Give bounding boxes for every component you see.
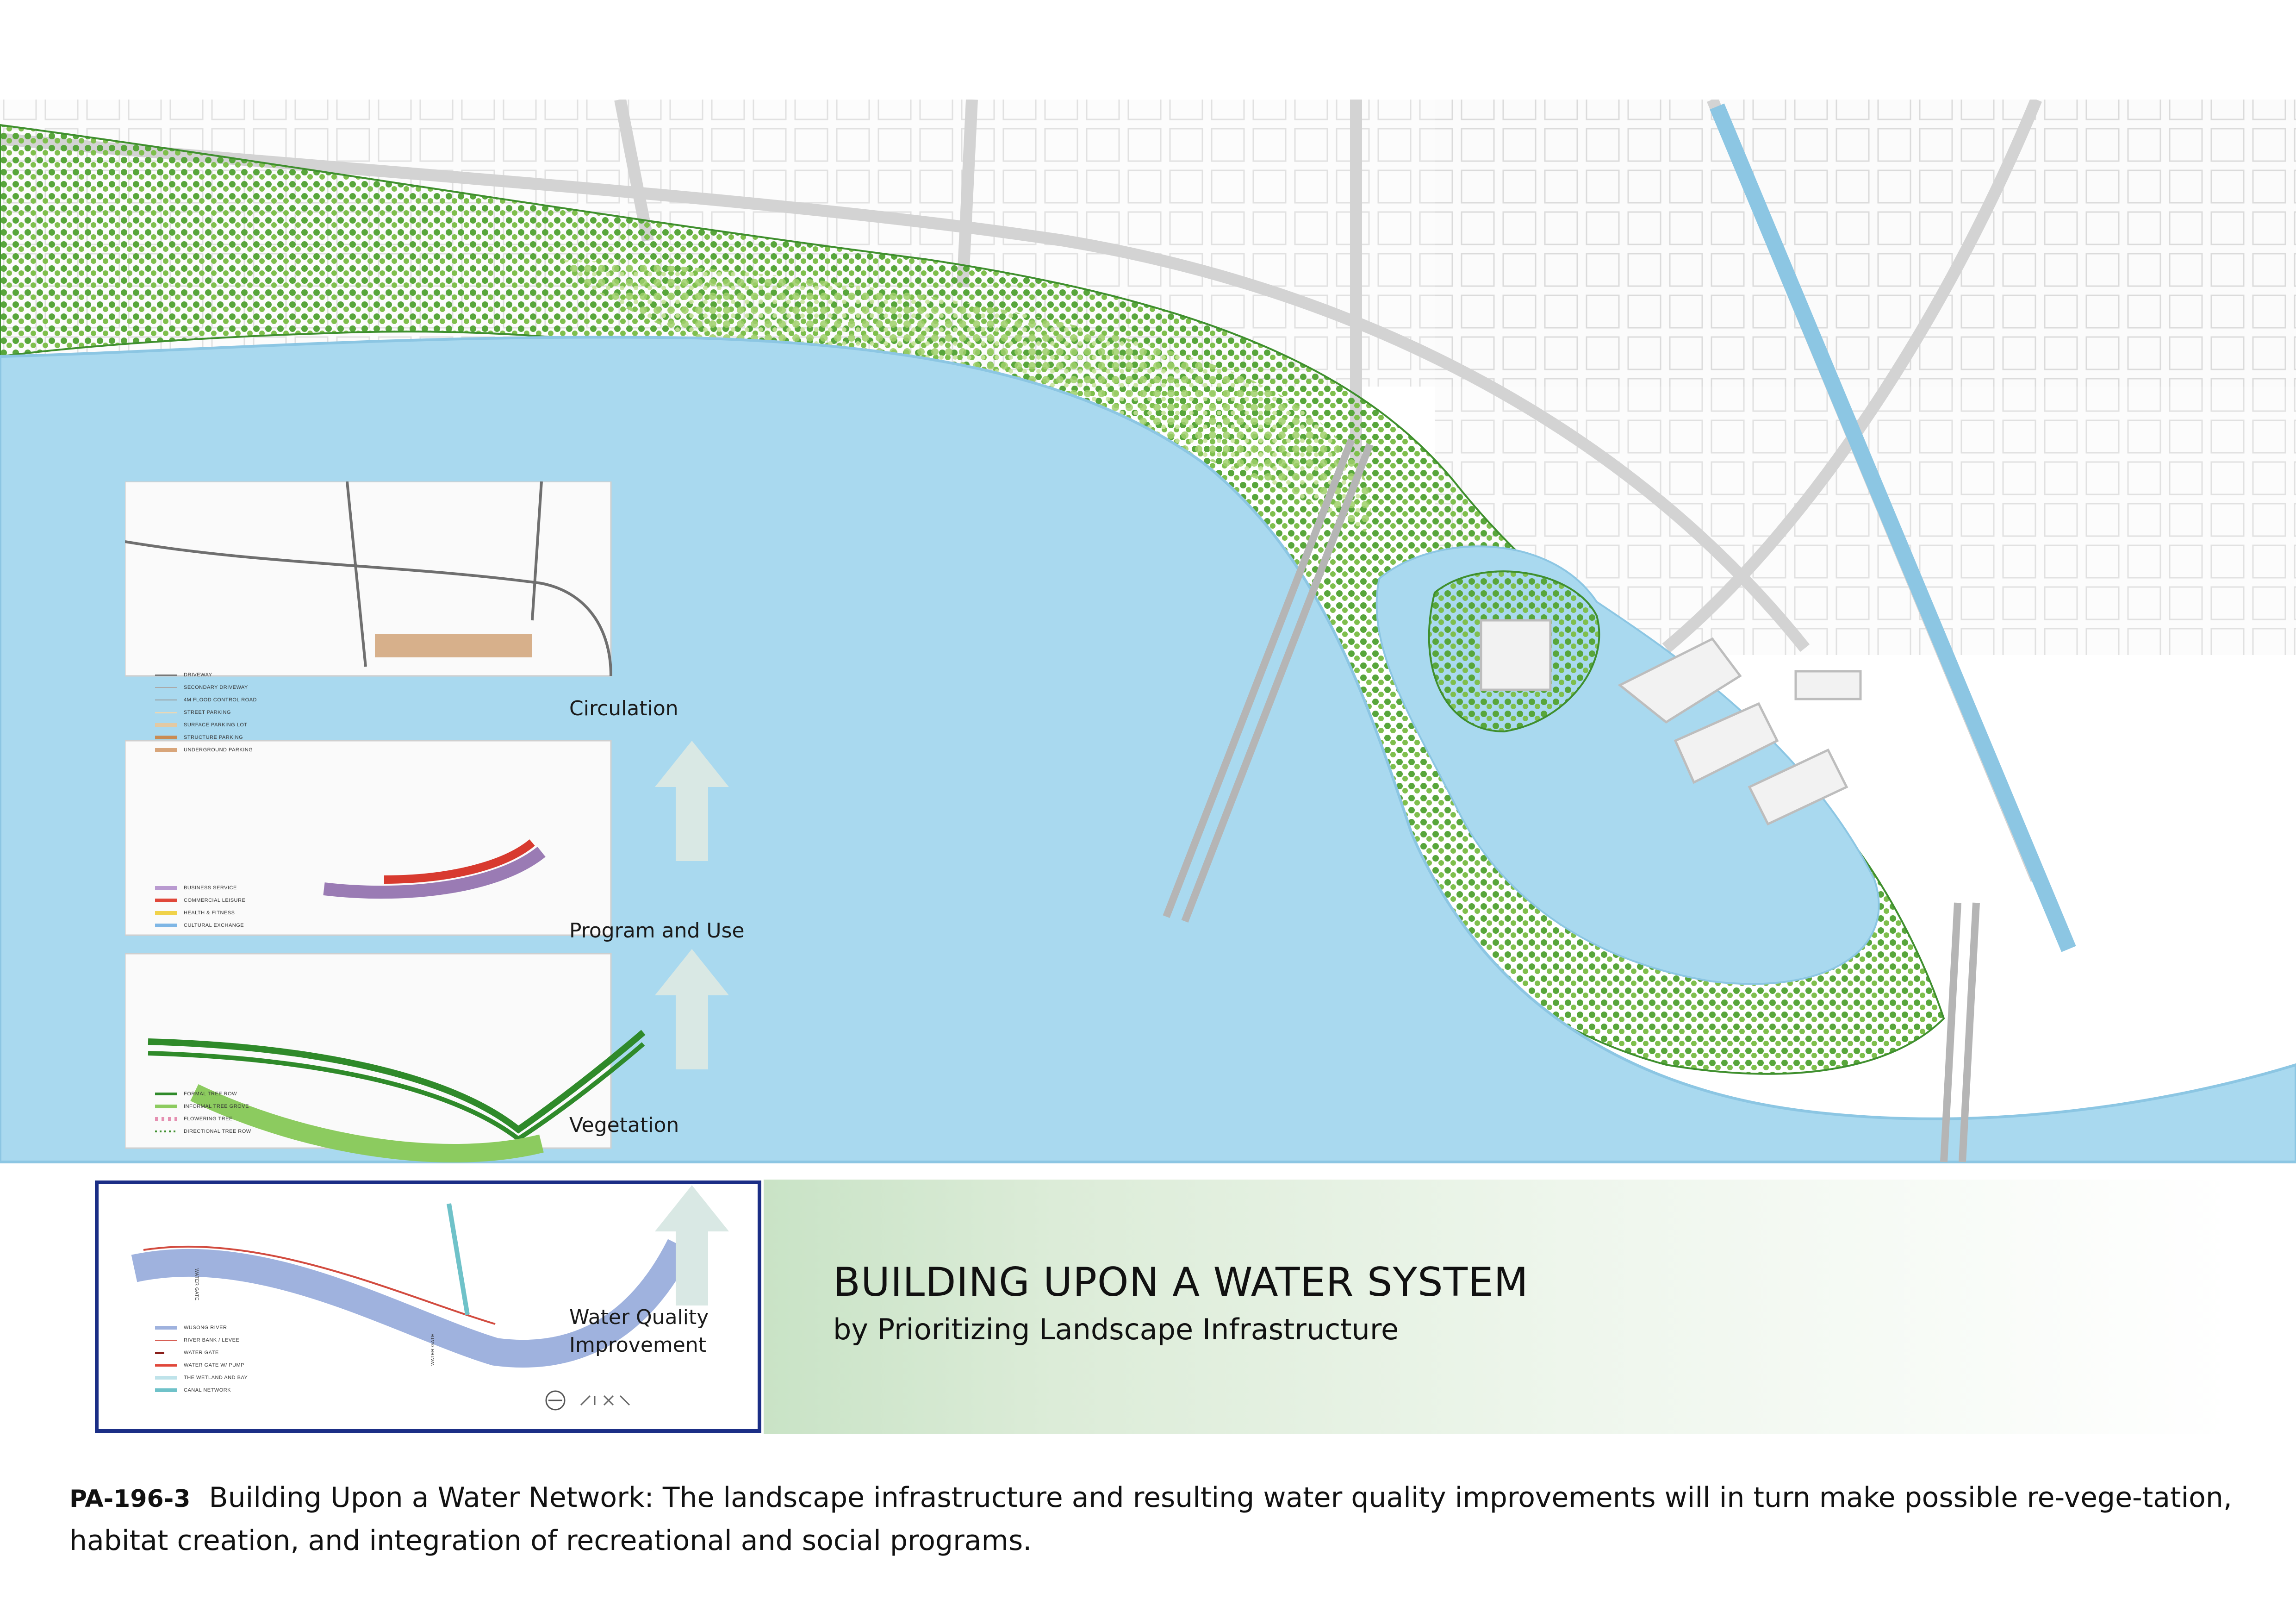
legend-label: CULTURAL EXCHANGE — [184, 923, 244, 928]
legend-label: RIVER BANK / LEVEE — [184, 1337, 240, 1343]
up-arrow-icon — [655, 949, 729, 1069]
water-diagram-highlight-frame — [95, 1181, 761, 1433]
vegetation-diagram — [148, 1030, 646, 1163]
legend-label: SECONDARY DRIVEWAY — [184, 685, 248, 690]
diagram-label-water-2: Improvement — [569, 1333, 706, 1357]
legend-label: THE WETLAND AND BAY — [184, 1375, 248, 1380]
page-title: BUILDING UPON A WATER SYSTEM — [833, 1259, 1529, 1305]
program-diagram — [323, 839, 546, 899]
legend-label: CANAL NETWORK — [184, 1387, 231, 1393]
legend-label: DIRECTIONAL TREE ROW — [184, 1129, 251, 1134]
water-diagram — [131, 1203, 693, 1368]
legend-label: DRIVEWAY — [184, 672, 212, 678]
legend-label: FORMAL TREE ROW — [184, 1091, 237, 1097]
diagram-label-water-1: Water Quality — [569, 1305, 709, 1329]
legend-label: STREET PARKING — [184, 710, 231, 715]
caption-text: Building Upon a Water Network: The lands… — [69, 1481, 2232, 1557]
legend-water: WUSONG RIVER RIVER BANK / LEVEE WATER GA… — [155, 1324, 340, 1403]
title-band — [764, 1180, 2231, 1434]
canal — [1710, 103, 2076, 952]
legend-label: HEALTH & FITNESS — [184, 910, 235, 916]
diagram-label-circulation: Circulation — [569, 697, 678, 720]
legend-label: BUSINESS SERVICE — [184, 885, 237, 891]
legend-label: WATER GATE W/ PUMP — [184, 1362, 245, 1368]
diagram-label-program: Program and Use — [569, 919, 745, 943]
legend-label: WUSONG RIVER — [184, 1325, 227, 1330]
up-arrow-icon — [655, 1185, 729, 1305]
urban-fabric-east — [1435, 100, 2296, 655]
up-arrow-icon — [655, 741, 729, 861]
legend-label: STRUCTURE PARKING — [184, 735, 243, 740]
legend-label: SURFACE PARKING LOT — [184, 722, 248, 728]
legend-label: 4M FLOOD CONTROL ROAD — [184, 697, 257, 703]
diagram-label-vegetation: Vegetation — [569, 1113, 679, 1137]
logo-mark — [580, 1395, 630, 1406]
bridges — [1163, 438, 1980, 1162]
park-light — [555, 259, 1371, 532]
legend-label: FLOWERING TREE — [184, 1116, 233, 1122]
legend-program: BUSINESS SERVICE COMMERCIAL LEISURE HEAL… — [155, 884, 340, 944]
legend-label: UNDERGROUND PARKING — [184, 747, 253, 753]
legend-label: INFORMAL TREE GROVE — [184, 1104, 249, 1109]
legend-vegetation: FORMAL TREE ROW INFORMAL TREE GROVE FLOW… — [155, 1090, 340, 1150]
legend-label: COMMERCIAL LEISURE — [184, 898, 246, 903]
legend-circulation: DRIVEWAY SECONDARY DRIVEWAY 4M FLOOD CON… — [155, 671, 340, 773]
waterfront-buildings — [1480, 619, 1862, 826]
caption-code: PA-196-3 — [69, 1485, 191, 1513]
page-subtitle: by Prioritizing Landscape Infrastructure — [833, 1312, 1399, 1346]
circulation-diagram — [125, 481, 612, 676]
compass-north-icon — [545, 1390, 566, 1411]
legend-label: WATER GATE — [184, 1350, 219, 1355]
diagram-stack — [125, 481, 693, 1368]
